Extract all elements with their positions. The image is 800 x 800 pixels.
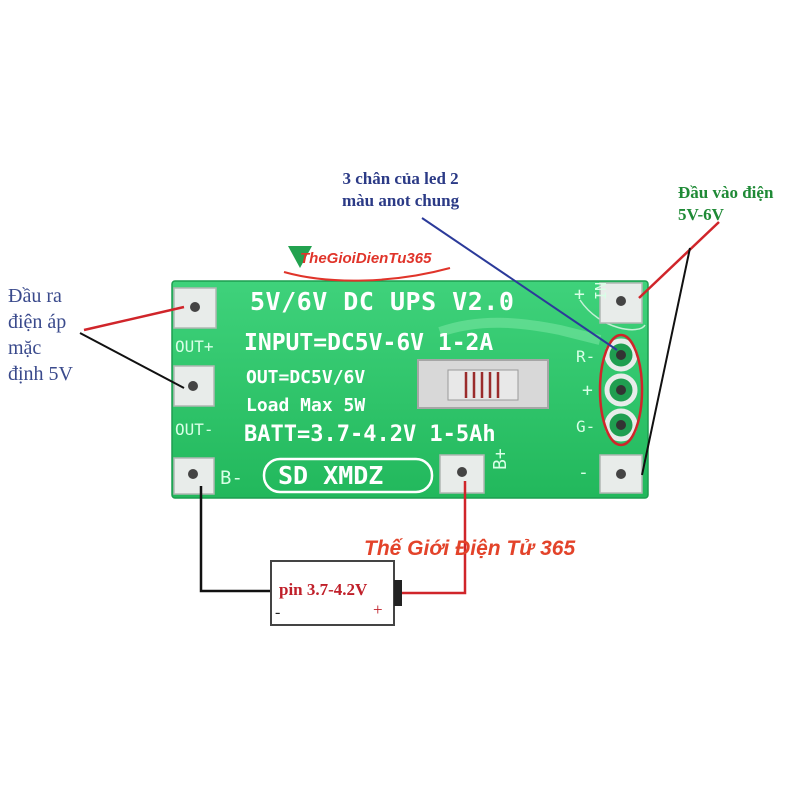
pin-label-b-plus: B+	[490, 448, 511, 470]
output-label-line-1: Đầu ra	[8, 285, 62, 307]
battery-terminal	[394, 580, 402, 606]
pad-in-plus-hole	[616, 296, 626, 306]
pin-label-r: R-	[576, 347, 596, 366]
logo-swoosh-icon	[283, 267, 451, 282]
pad-in-minus-hole	[616, 469, 626, 479]
leader-led-blue	[421, 217, 618, 351]
pcb-brand: SD XMDZ	[278, 461, 384, 490]
watermark-text: Thế Giới Điện Tử 365	[364, 537, 576, 560]
logo-leaf-icon	[288, 246, 312, 268]
led-pad-g-hole	[616, 420, 626, 430]
pad-b-plus-hole	[457, 467, 467, 477]
battery-minus-sign: -	[275, 604, 281, 621]
pcb-line-battery: BATT=3.7-4.2V 1-5Ah	[244, 422, 496, 447]
output-label-line-4: định 5V	[8, 363, 73, 385]
output-label: Đầu ra điện áp mặc định 5V	[8, 283, 73, 387]
pin-label-g: G-	[576, 417, 596, 436]
input-label-line-2: 5V-6V	[678, 205, 724, 224]
pin-label-gnd: -	[578, 462, 589, 483]
leader-output-red	[83, 305, 185, 332]
leader-input-red	[638, 221, 720, 299]
leader-input-black	[641, 247, 691, 476]
output-label-line-3: mặc	[8, 337, 42, 359]
pad-out-plus-hole	[190, 302, 200, 312]
chip-pins	[464, 372, 500, 398]
pcb-title: 5V/6V DC UPS V2.0	[250, 287, 515, 316]
led-label-line-2: màu anot chung	[342, 191, 460, 210]
pad-b-minus-hole	[188, 469, 198, 479]
led-pad-r-hole	[616, 350, 626, 360]
pin-label-mid: +	[582, 380, 593, 401]
input-label: Đầu vào điện 5V-6V	[678, 182, 773, 226]
pin-label-b-minus: B-	[220, 467, 243, 489]
input-label-line-1: Đầu vào điện	[678, 183, 774, 202]
pcb-trace	[438, 317, 602, 345]
pcb-line-output: OUT=DC5V/6V	[246, 367, 366, 388]
battery-body	[270, 560, 395, 626]
pcb-line-load: Load Max 5W	[246, 395, 366, 416]
led-label-line-1: 3 chân của led 2	[342, 169, 459, 188]
led-pad-mid-hole	[616, 385, 626, 395]
led-label: 3 chân của led 2 màu anot chung	[342, 168, 459, 212]
pcb-trace-edge	[579, 299, 646, 331]
pin-label-out-plus: OUT+	[175, 337, 214, 356]
pcb-board	[171, 280, 649, 499]
leader-output-black	[79, 332, 185, 389]
battery-label: pin 3.7-4.2V	[279, 580, 368, 599]
output-label-line-2: điện áp	[8, 311, 67, 333]
pin-label-in: IN	[592, 281, 610, 300]
pcb-line-input: INPUT=DC5V-6V 1-2A	[244, 330, 494, 356]
logo-text: TheGioiDienTu365	[300, 250, 432, 267]
pad-out-minus-hole	[188, 381, 198, 391]
pin-label-out-minus: OUT-	[175, 420, 214, 439]
wire-b-minus	[199, 486, 272, 593]
battery-plus-sign: +	[373, 600, 383, 619]
pin-label-in-plus: +	[574, 284, 585, 305]
led-highlight-ellipse	[598, 333, 644, 447]
brand-frame	[262, 457, 434, 494]
wire-b-plus	[400, 481, 467, 595]
